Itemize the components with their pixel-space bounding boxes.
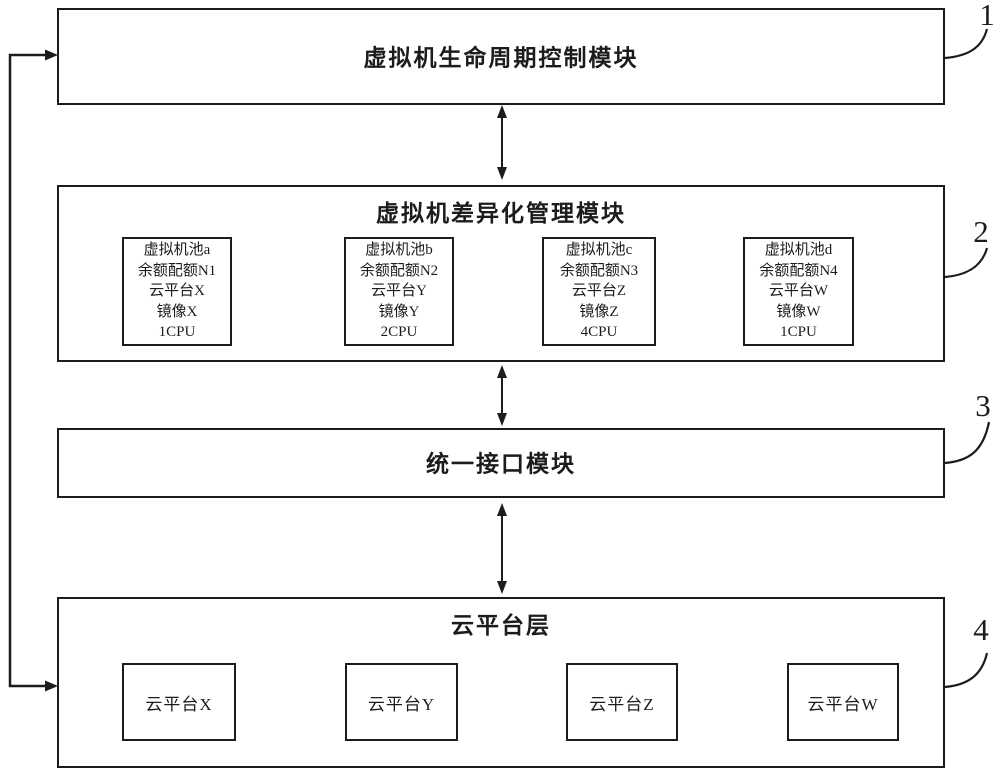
cloud-platform-label: 云平台W: [807, 694, 879, 714]
pool-quota: 余额配额N3: [559, 262, 639, 279]
vm-pool-c-box: 虚拟机池c 余额配额N3 云平台Z 镜像Z 4CPU: [542, 237, 656, 346]
module-interface-box: 统一接口模块: [57, 428, 945, 498]
pool-image: 镜像W: [776, 303, 821, 320]
pool-cpu: 1CPU: [158, 324, 196, 341]
cloud-platform-z-box: 云平台Z: [566, 663, 678, 741]
pool-platform: 云平台Z: [571, 283, 627, 300]
leader-curve-2: [944, 247, 989, 279]
pool-image: 镜像Z: [579, 303, 619, 320]
pool-image: 镜像X: [156, 303, 198, 320]
ref-numeral-1: 1: [979, 0, 995, 32]
pool-name: 虚拟机池b: [365, 242, 433, 258]
leader-curve-1: [944, 28, 989, 60]
cloud-platform-label: 云平台Y: [367, 694, 436, 714]
pool-name: 虚拟机池c: [565, 242, 633, 258]
vm-pool-b-box: 虚拟机池b 余额配额N2 云平台Y 镜像Y 2CPU: [344, 237, 454, 346]
pool-quota: 余额配额N2: [359, 262, 439, 279]
pool-cpu: 2CPU: [380, 324, 418, 341]
pool-platform: 云平台X: [149, 283, 205, 300]
left-bypass-connector: [8, 49, 58, 692]
vm-pool-d-box: 虚拟机池d 余额配额N4 云平台W 镜像W 1CPU: [743, 237, 854, 346]
pool-cpu: 1CPU: [780, 324, 817, 341]
pool-quota: 余额配额N1: [137, 262, 217, 279]
module-interface-title: 统一接口模块: [426, 451, 576, 477]
pool-cpu: 4CPU: [580, 324, 618, 341]
module-lifecycle-box: 虚拟机生命周期控制模块: [57, 8, 945, 105]
ref-numeral-2: 2: [973, 214, 989, 249]
double-arrow-interface-cloud: [497, 503, 507, 594]
ref-numeral-4: 4: [973, 612, 989, 647]
cloud-platform-y-box: 云平台Y: [345, 663, 458, 741]
module-differentiation-title: 虚拟机差异化管理模块: [376, 201, 626, 226]
ref-leader-curves: [944, 28, 991, 689]
pool-name: 虚拟机池a: [143, 242, 211, 258]
pool-name: 虚拟机池d: [764, 242, 833, 258]
double-arrow-differentiation-interface: [497, 365, 507, 426]
cloud-platform-label: 云平台Z: [589, 694, 655, 714]
cloud-platform-label: 云平台X: [145, 694, 213, 714]
cloud-layer-title: 云平台层: [451, 613, 551, 638]
module-lifecycle-title: 虚拟机生命周期控制模块: [363, 45, 639, 71]
cloud-platform-x-box: 云平台X: [122, 663, 236, 741]
pool-platform: 云平台W: [768, 283, 829, 300]
double-arrow-lifecycle-differentiation: [497, 105, 507, 180]
ref-numeral-3: 3: [975, 388, 991, 423]
vm-pool-a-box: 虚拟机池a 余额配额N1 云平台X 镜像X 1CPU: [122, 237, 232, 346]
pool-image: 镜像Y: [378, 303, 420, 320]
pool-quota: 余额配额N4: [759, 262, 838, 279]
leader-curve-3: [944, 421, 991, 465]
cloud-platform-w-box: 云平台W: [787, 663, 899, 741]
pool-platform: 云平台Y: [371, 283, 427, 300]
leader-curve-4: [944, 652, 989, 689]
